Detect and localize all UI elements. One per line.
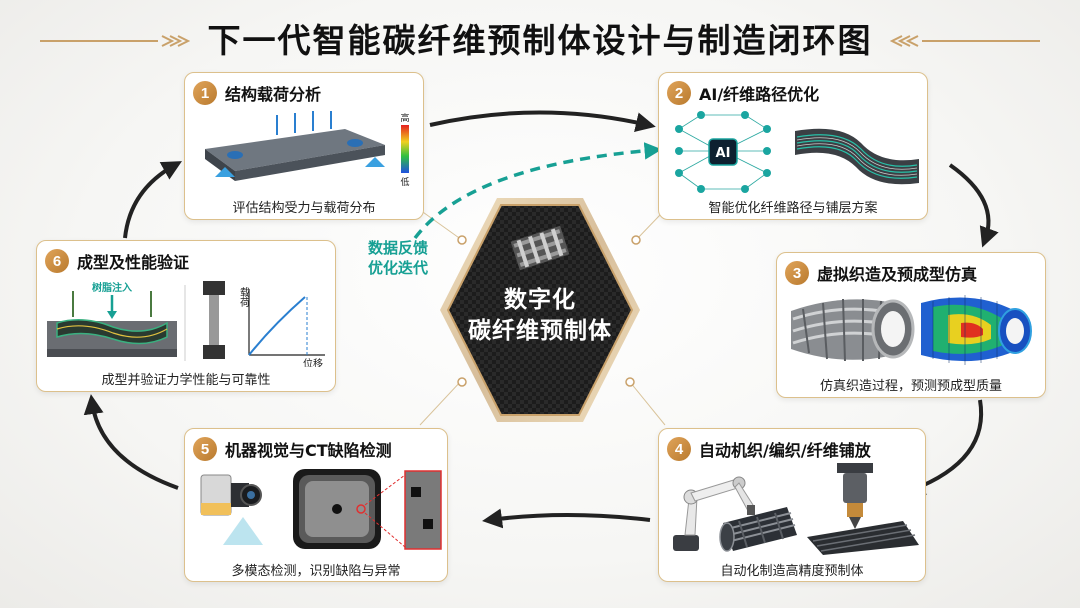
load-arrows-icon	[276, 111, 332, 135]
step-card-5: 5 机器视觉与CT缺陷检测 多模态检测，识别缺陷与异常	[184, 428, 448, 582]
feedback-line-1: 数据反馈	[367, 239, 428, 257]
hex-connectors	[419, 209, 666, 426]
legend-high-label: 高	[400, 112, 409, 124]
step-6-number: 6	[45, 249, 69, 273]
resin-injection-label: 树脂注入	[92, 281, 132, 294]
robot-arm-icon	[673, 476, 755, 551]
step-6-header: 6 成型及性能验证	[45, 249, 189, 273]
step-card-3: 3 虚拟织造及预成型仿真 仿真织造过程，预测预成型质量	[776, 252, 1046, 398]
load-analysis-illustration: 高 低	[205, 111, 410, 188]
center-line-2: 碳纤维预制体	[468, 318, 612, 344]
ct-scan-icon	[293, 469, 381, 549]
step-3-caption: 仿真织造过程，预测预成型质量	[819, 379, 1002, 394]
step-6-caption: 成型并验证力学性能与可靠性	[101, 373, 271, 388]
arrow-4-to-5	[482, 508, 651, 529]
arrow-3-to-4	[904, 399, 984, 496]
woven-fabric-icon	[510, 225, 570, 271]
molding-validation-illustration: 树脂注入 载荷 位移	[47, 281, 325, 367]
page-title: 下一代智能碳纤维预制体设计与制造闭环图	[207, 21, 873, 60]
step-5-title: 机器视觉与CT缺陷检测	[225, 441, 392, 460]
fiber-path-icon	[795, 128, 919, 185]
woven-tube-icon	[791, 298, 915, 362]
ai-chip-label: AI	[716, 146, 731, 161]
step-2-header: 2 AI/纤维路径优化	[667, 81, 819, 105]
feedback-label: 数据反馈 优化迭代	[358, 238, 438, 278]
ai-optimization-illustration: AI	[675, 111, 919, 193]
ai-chip-icon	[708, 138, 738, 166]
step-3-title: 虚拟织造及预成型仿真	[817, 265, 978, 284]
center-label: 数字化 碳纤维预制体	[440, 285, 640, 347]
feedback-arrow	[413, 142, 662, 240]
automated-manufacturing-illustration	[673, 463, 919, 555]
feedback-line-2: 优化迭代	[367, 259, 428, 277]
fiber-placement-head-icon	[807, 463, 919, 555]
load-displacement-plot-icon: 载荷 位移	[238, 287, 325, 367]
step-1-number: 1	[193, 81, 217, 105]
inspection-illustration	[200, 469, 442, 550]
title-ornament-left	[40, 35, 190, 47]
step-5-header: 5 机器视觉与CT缺陷检测	[193, 437, 392, 461]
support-icon	[215, 167, 235, 177]
fea-simulation-icon	[921, 295, 1032, 365]
connector-dots	[457, 235, 641, 387]
stress-legend-bar	[401, 125, 409, 173]
step-card-2: 2 AI/纤维路径优化 AI 智能	[658, 72, 928, 220]
step-4-title: 自动机织/编织/纤维铺放	[699, 441, 871, 460]
center-hexagon	[440, 198, 640, 422]
camera-icon	[200, 474, 263, 545]
step-1-title: 结构载荷分析	[225, 85, 322, 104]
legend-low-label: 低	[400, 176, 409, 188]
defect-closeup-icon	[404, 470, 442, 550]
step-2-caption: 智能优化纤维路径与铺层方案	[708, 201, 878, 216]
step-5-number: 5	[193, 437, 217, 461]
mold-icon: 树脂注入	[47, 281, 177, 357]
step-4-header: 4 自动机织/编织/纤维铺放	[667, 437, 871, 461]
step-6-title: 成型及性能验证	[77, 253, 190, 272]
arrow-6-to-1	[123, 161, 182, 239]
center-line-1: 数字化	[504, 287, 576, 313]
step-1-header: 1 结构载荷分析	[193, 81, 321, 105]
step-3-header: 3 虚拟织造及预成型仿真	[785, 261, 977, 285]
y-axis-label: 载荷	[238, 287, 250, 308]
step-3-number: 3	[785, 261, 809, 285]
arrow-5-to-6	[83, 394, 179, 490]
step-card-1: 1 结构载荷分析 高 低 评估结构受力与载荷分布	[184, 72, 424, 220]
step-5-caption: 多模态检测，识别缺陷与异常	[231, 564, 401, 579]
braided-preform-icon	[719, 507, 797, 552]
arrow-1-to-2	[429, 110, 656, 133]
weaving-simulation-illustration	[791, 295, 1032, 365]
arrow-2-to-3	[948, 163, 999, 248]
step-card-4: 4 自动机织/编织/纤维铺放 自动化制造	[658, 428, 926, 582]
step-4-caption: 自动化制造高精度预制体	[720, 564, 864, 579]
step-4-number: 4	[667, 437, 691, 461]
test-specimen-icon	[203, 281, 225, 359]
step-2-number: 2	[667, 81, 691, 105]
step-2-title: AI/纤维路径优化	[699, 85, 820, 104]
step-card-6: 6 成型及性能验证 树脂注入 载荷 位移 成型并验证力	[36, 240, 336, 392]
step-1-caption: 评估结构受力与载荷分布	[232, 201, 376, 216]
x-axis-label: 位移	[303, 357, 323, 367]
title-ornament-right	[890, 35, 1040, 47]
